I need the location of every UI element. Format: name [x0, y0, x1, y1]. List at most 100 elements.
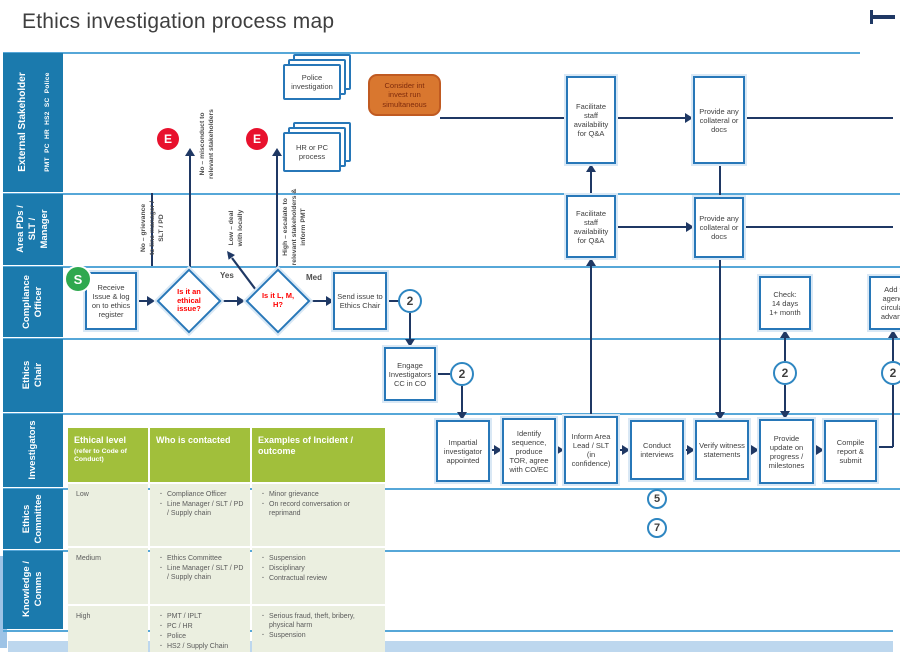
list-item: Suspension: [260, 554, 381, 563]
flow-connector: [223, 300, 237, 302]
flow-connector: [440, 117, 566, 119]
flow-connector: [616, 226, 686, 228]
list-item: Minor grievance: [260, 490, 381, 499]
arrowhead: [780, 411, 790, 419]
note-consider-internal-investigation: Consider int invest run simultaneous: [368, 74, 441, 116]
offpage-connector-2-send: 2: [398, 289, 422, 313]
doc-stack-police-investigation: Police investigation: [283, 54, 353, 102]
list-item: Line Manager / SLT / PD / Supply chain: [158, 500, 246, 518]
flow-connector: [436, 373, 450, 375]
flow-connector: [877, 446, 893, 448]
node-provide-collateral-external: Provide any collateral or docs: [693, 76, 745, 164]
table-cell-high-contacted: PMT / IPLT PC / HR Police HS2 / Supply C…: [150, 606, 250, 652]
lane-divider: [3, 52, 860, 54]
start-marker: S: [66, 267, 90, 291]
node-engage-investigators: Engage Investigators CC in CO: [384, 347, 436, 401]
arrowhead: [556, 445, 564, 455]
offpage-connector-2-agenda: 2: [881, 361, 900, 385]
swimlane-sublabel-external-stakeholder: PMT PC HR HS2 SC Police: [43, 72, 51, 172]
edge-label-no-misconduct: No – misconduct to relevant stakeholders: [199, 109, 215, 179]
arrowhead: [405, 339, 415, 347]
flow-connector: [409, 313, 411, 340]
flow-connector: [744, 226, 893, 228]
offpage-connector-2-engage: 2: [450, 362, 474, 386]
arrowhead: [687, 445, 695, 455]
node-add-to-agenda: Add to agenda circulate advance: [869, 276, 900, 330]
edge-label-yes: Yes: [220, 271, 234, 280]
list-item: Disciplinary: [260, 564, 381, 573]
corner-cursor-icon: [872, 15, 895, 19]
lane-divider: [3, 338, 900, 340]
lane-divider: [3, 266, 900, 268]
arrowhead: [888, 330, 898, 338]
node-provide-collateral-area: Provide any collateral or docs: [694, 197, 744, 258]
lane-divider: [3, 488, 900, 490]
swimlane-ethics-chair: [3, 339, 63, 412]
table-cell-low-contacted: Compliance Officer Line Manager / SLT / …: [150, 484, 250, 546]
table-cell-level-low: Low: [68, 484, 148, 546]
arrowhead: [715, 412, 725, 420]
flow-connector: [719, 164, 721, 197]
table-cell-medium-contacted: Ethics Committee Line Manager / SLT / PD…: [150, 548, 250, 604]
table-cell-medium-examples: Suspension Disciplinary Contractual revi…: [252, 548, 385, 604]
flow-connector: [892, 338, 894, 361]
node-check-14-days: Check: 14 days 1+ month: [759, 276, 811, 330]
header-title: Ethical level: [74, 435, 127, 445]
table-header-ethical-level: Ethical level (refer to Code of Conduct): [68, 428, 148, 482]
edge-label-high-escalate: High – escalate to relevant stakeholders…: [281, 188, 307, 266]
page-title: Ethics investigation process map: [22, 10, 335, 33]
flow-connector: [814, 449, 816, 451]
swimlane-area-pds: [3, 194, 63, 265]
list-item: Ethics Committee: [158, 554, 246, 563]
node-verify-witness-statements: Verify witness statements: [695, 420, 749, 480]
arrowhead: [586, 164, 596, 172]
escalation-marker-2: E: [246, 128, 268, 150]
swimlane-label-external-stakeholder: External Stakeholder: [16, 72, 28, 172]
flow-connector: [784, 338, 786, 361]
flow-connector: [749, 449, 751, 451]
swimlane-label-area-pds: Area PDs / SLT / Manager: [15, 205, 50, 253]
swimlane-external-stakeholder: [3, 53, 63, 192]
arrowhead: [586, 258, 596, 266]
swimlane-label-knowledge-comms: Knowledge / Comms: [21, 561, 44, 617]
edge-label-low-deal-locally: Low – deal with locally: [228, 209, 244, 247]
table-cell-low-examples: Minor grievance On record conversation o…: [252, 484, 385, 546]
connector-7: 7: [647, 518, 667, 538]
decision-label: Is it L, M, H?: [261, 291, 295, 309]
connector-5: 5: [647, 489, 667, 509]
lane-divider: [3, 550, 900, 552]
flow-connector: [590, 172, 592, 195]
doc-stack-hr-pc-process: HR or PC process: [283, 122, 353, 174]
node-provide-update-progress: Provide update on progress / milestones: [759, 419, 814, 484]
lane-divider: [3, 630, 893, 632]
decision-is-it-l-m-h: Is it L, M, H?: [244, 267, 312, 335]
swimlane-label-ethics-committee: Ethics Committee: [21, 494, 44, 544]
table-header-examples: Examples of Incident / outcome: [252, 428, 385, 482]
node-facilitate-staff-availability-external: Facilitate staff availability for Q&A: [566, 76, 616, 164]
table-cell-level-medium: Medium: [68, 548, 148, 604]
arrowhead: [780, 330, 790, 338]
list-item: Suspension: [260, 631, 381, 640]
arrowhead: [326, 296, 334, 306]
arrowhead: [147, 296, 155, 306]
arrowhead: [622, 445, 630, 455]
flow-connector: [616, 117, 685, 119]
node-compile-report-submit: Compile report & submit: [824, 420, 877, 482]
list-item: Police: [158, 632, 246, 641]
node-impartial-investigator: Impartial investigator appointed: [436, 420, 490, 482]
node-facilitate-staff-availability-area: Facilitate staff availability for Q&A: [566, 195, 616, 258]
list-item: Line Manager / SLT / PD / Supply chain: [158, 564, 246, 582]
arrowhead: [816, 445, 824, 455]
flow-connector: [784, 385, 786, 411]
doc-page-front: HR or PC process: [283, 132, 341, 172]
swimlane-label-ethics-chair: Ethics Chair: [21, 360, 44, 390]
list-item: PC / HR: [158, 622, 246, 631]
corner-cursor-icon: [870, 10, 873, 24]
arrowhead: [494, 445, 502, 455]
flow-connector: [684, 449, 687, 451]
node-send-issue-ethics-chair: Send issue to Ethics Chair: [333, 272, 387, 330]
list-item: Compliance Officer: [158, 490, 246, 499]
swimlane-label-investigators: Investigators: [27, 420, 39, 480]
arrowhead: [685, 113, 693, 123]
